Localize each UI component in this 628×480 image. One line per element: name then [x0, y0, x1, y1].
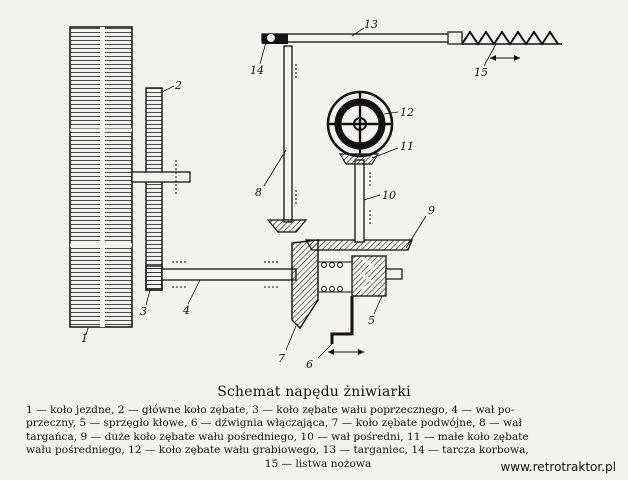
picker-shaft [266, 45, 308, 233]
part-number-3: 3 [140, 305, 147, 318]
legend-line: 1 — koło jezdne, 2 — główne koło zębate,… [26, 404, 515, 416]
diagram-title: Schemat napędu żniwiarki [217, 384, 411, 400]
large-intermediate-gear [304, 239, 413, 251]
leader-lines [85, 27, 497, 359]
engaging-lever [328, 296, 364, 355]
part-number-7: 7 [278, 352, 285, 365]
main-gear [145, 87, 163, 291]
part-number-13: 13 [364, 18, 378, 31]
double-gear [291, 239, 319, 330]
legend-line: targańca, 9 — duże koło zębate wału pośr… [26, 430, 529, 443]
rake-shaft-gear [326, 90, 394, 158]
part-number-10: 10 [382, 189, 396, 202]
part-number-9: 9 [428, 204, 435, 217]
wheel-axle [131, 160, 191, 194]
part-number-12: 12 [400, 106, 414, 119]
part-number-2: 2 [174, 79, 182, 92]
cross-shaft [161, 261, 297, 288]
ground-wheel [69, 26, 133, 328]
part-number-4: 4 [182, 304, 190, 317]
watermark: www.retrotraktor.pl [500, 460, 616, 474]
small-intermediate-gear [338, 153, 380, 165]
intermediate-shaft [354, 159, 371, 243]
caption: Schemat napędu żniwiarki [0, 384, 628, 406]
legend-line: przeczny, 5 — sprzęgło kłowe, 6 — dźwign… [26, 417, 522, 430]
knife-bar [461, 30, 562, 61]
part-number-5: 5 [368, 314, 375, 327]
part-number-11: 11 [400, 140, 414, 153]
pitman-rod [261, 31, 463, 45]
dog-clutch [317, 255, 403, 297]
part-number-8: 8 [255, 186, 262, 199]
part-number-6: 6 [306, 358, 313, 371]
part-number-1: 1 [81, 332, 88, 345]
cross-shaft-gear [145, 265, 163, 291]
legend-line: 15 — listwa nożowa [264, 457, 372, 470]
part-number-labels: 1 2 3 4 5 6 7 8 9 10 11 12 13 14 15 [81, 18, 488, 371]
part-number-15: 15 [474, 66, 488, 79]
legend: 1 — koło jezdne, 2 — główne koło zębate,… [26, 404, 610, 471]
part-number-14: 14 [250, 64, 264, 77]
legend-line: wału pośredniego, 12 — koło zębate wału … [26, 444, 529, 457]
